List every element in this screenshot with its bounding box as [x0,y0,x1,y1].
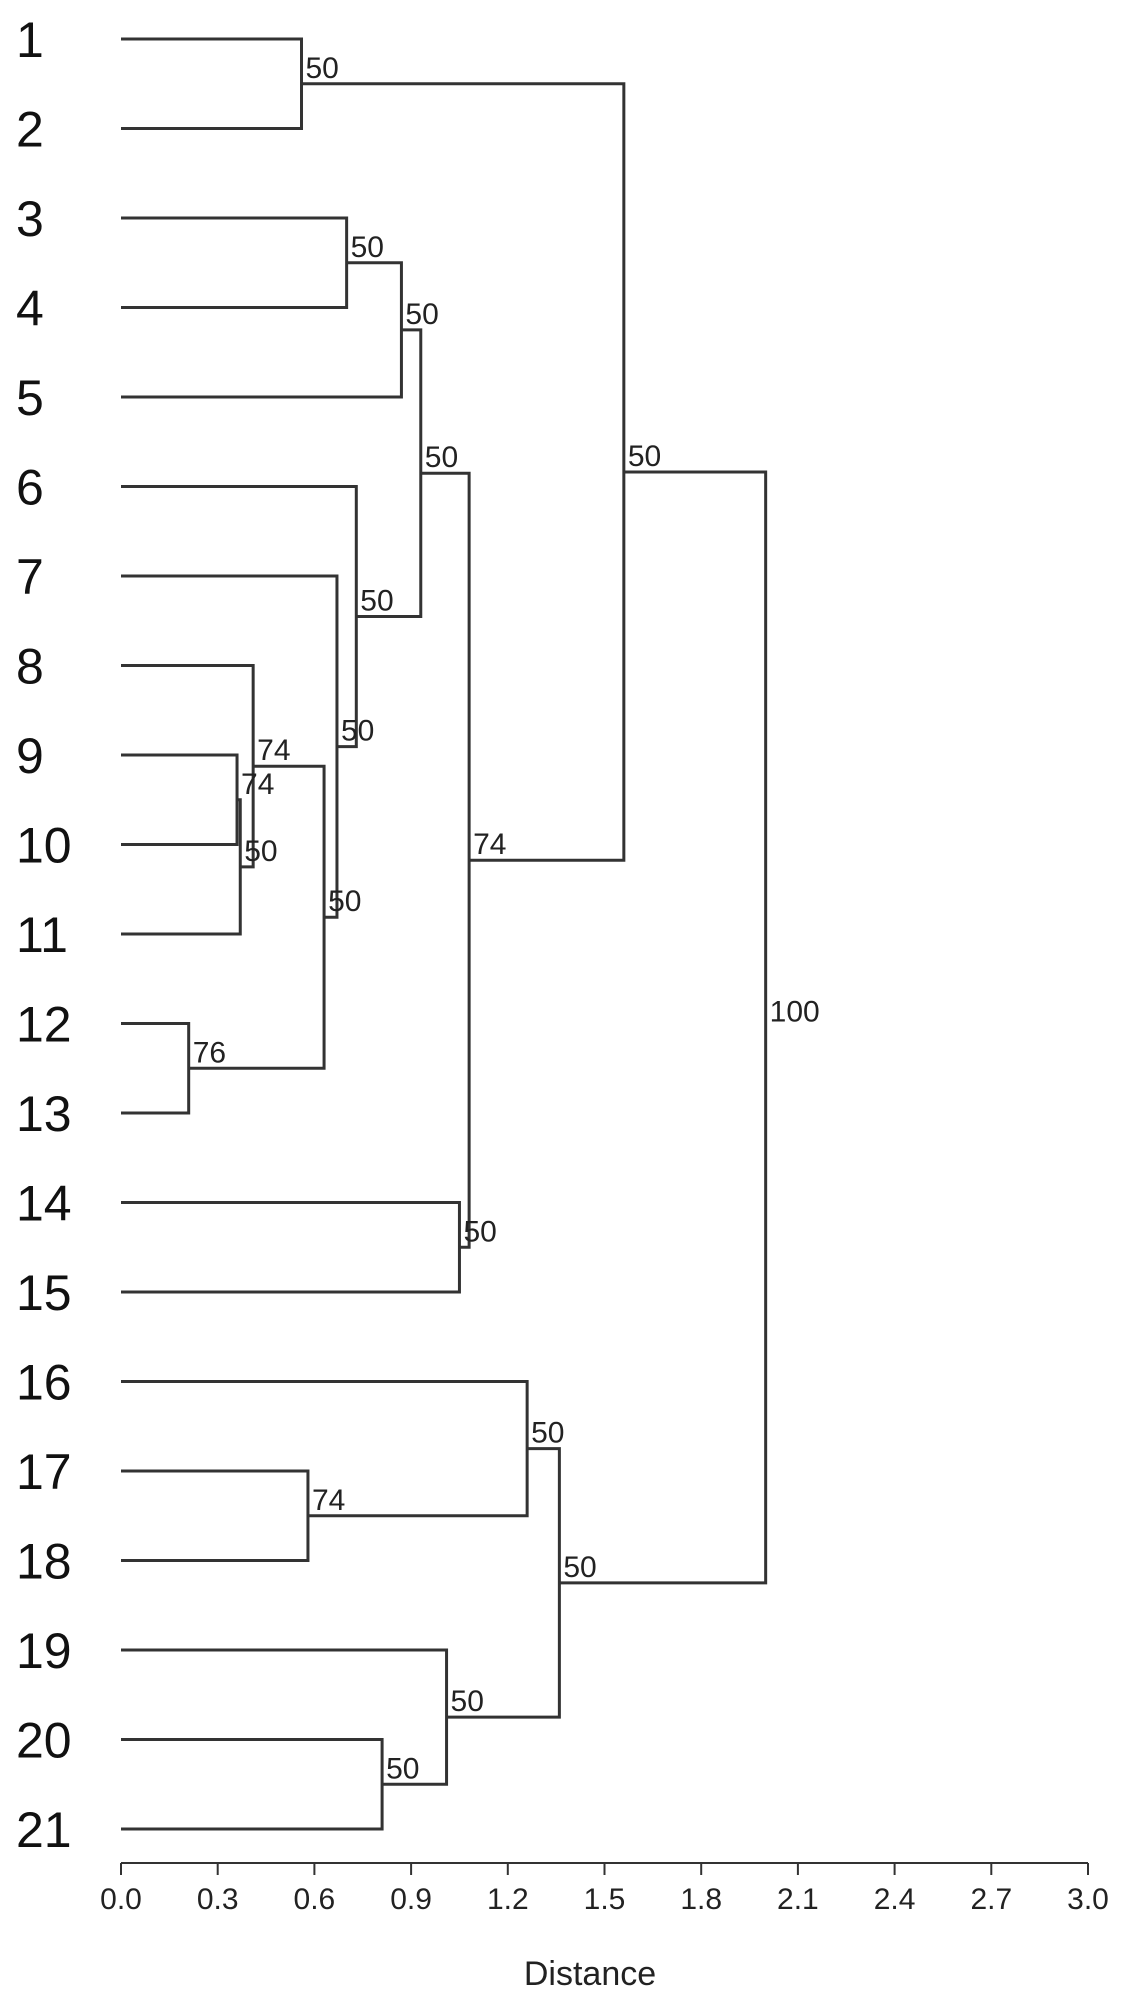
support-label-n17: 50 [386,1752,419,1785]
support-label-n6: 74 [257,734,290,767]
leaf-label-7: 7 [16,549,44,605]
branch-n3 [121,261,403,399]
x-tick-label-0: 0.0 [100,1883,142,1916]
leaf-label-19: 19 [16,1623,72,1679]
leaf-label-6: 6 [16,460,44,516]
support-label-n2: 50 [351,231,384,264]
leaf-label-11: 11 [16,907,68,963]
x-tick-label-7: 2.1 [777,1883,819,1916]
support-label-n20: 100 [770,995,820,1028]
leaf-label-14: 14 [16,1176,72,1232]
branch-n7 [121,1022,191,1115]
branch-n19 [446,1447,561,1719]
x-tick-label-2: 0.6 [294,1883,336,1916]
leaf-label-20: 20 [16,1713,72,1769]
support-label-n1: 50 [306,52,339,85]
leaf-label-8: 8 [16,639,44,695]
support-label-n18: 50 [451,1685,484,1718]
leaf-label-2: 2 [16,102,44,158]
support-labels: 50 50 50 74 50 74 76 50 50 50 50 50 74 50 74 50 50 50 50 10… [193,52,820,1786]
leaf-label-13: 13 [16,1086,72,1142]
support-label-n10: 50 [360,585,393,618]
leaf-label-17: 17 [16,1444,72,1500]
leaf-label-9: 9 [16,728,44,784]
x-axis: 0.0 0.3 0.6 0.9 1.2 1.5 1.8 2.1 2.4 2.7 3.0 [100,1862,1109,1916]
x-tick-label-10: 3.0 [1067,1883,1109,1916]
support-label-n11: 50 [425,441,458,474]
x-tick-label-4: 1.2 [487,1883,529,1916]
leaf-label-4: 4 [16,281,44,337]
leaf-label-12: 12 [16,997,72,1053]
x-tick-label-6: 1.8 [680,1883,722,1916]
support-label-n3: 50 [405,298,438,331]
leaf-label-21: 21 [16,1802,72,1858]
branch-n5 [121,798,242,936]
support-label-n4: 74 [241,768,274,801]
branch-n1 [121,37,304,130]
x-tick-label-3: 0.9 [390,1883,432,1916]
branch-n13 [420,471,471,1249]
branch-n20 [559,470,768,1585]
branch-n8 [188,764,326,1070]
support-label-n9: 50 [341,715,374,748]
support-label-n13: 74 [473,828,506,861]
leaf-label-15: 15 [16,1265,72,1321]
branch-n10 [121,485,358,749]
branch-n15 [121,1469,310,1562]
branch-n17 [121,1738,384,1831]
leaf-label-16: 16 [16,1355,72,1411]
leaf-label-5: 5 [16,370,44,426]
branch-n4 [121,753,239,846]
support-label-n19: 50 [563,1551,596,1584]
branch-n2 [121,216,349,309]
x-tick-label-1: 0.3 [197,1883,239,1916]
branch-n6 [121,664,255,869]
x-tick-label-5: 1.5 [584,1883,626,1916]
support-label-n14: 50 [628,440,661,473]
leaf-label-3: 3 [16,191,44,247]
branches [121,37,768,1831]
support-label-n5: 50 [244,835,277,868]
branch-n9 [121,574,339,919]
x-tick-label-8: 2.4 [874,1883,916,1916]
x-tick-label-9: 2.7 [970,1883,1012,1916]
support-label-n12: 50 [463,1215,496,1248]
leaf-label-10: 10 [16,818,72,874]
leaf-label-1: 1 [16,12,44,68]
leaf-label-18: 18 [16,1534,72,1590]
support-label-n7: 76 [193,1036,226,1069]
support-label-n16: 50 [531,1417,564,1450]
branch-n11 [356,328,423,619]
branch-n12 [121,1201,461,1294]
support-label-n15: 74 [312,1484,345,1517]
x-axis-title: Distance [524,1955,656,1993]
support-label-n8: 50 [328,885,361,918]
